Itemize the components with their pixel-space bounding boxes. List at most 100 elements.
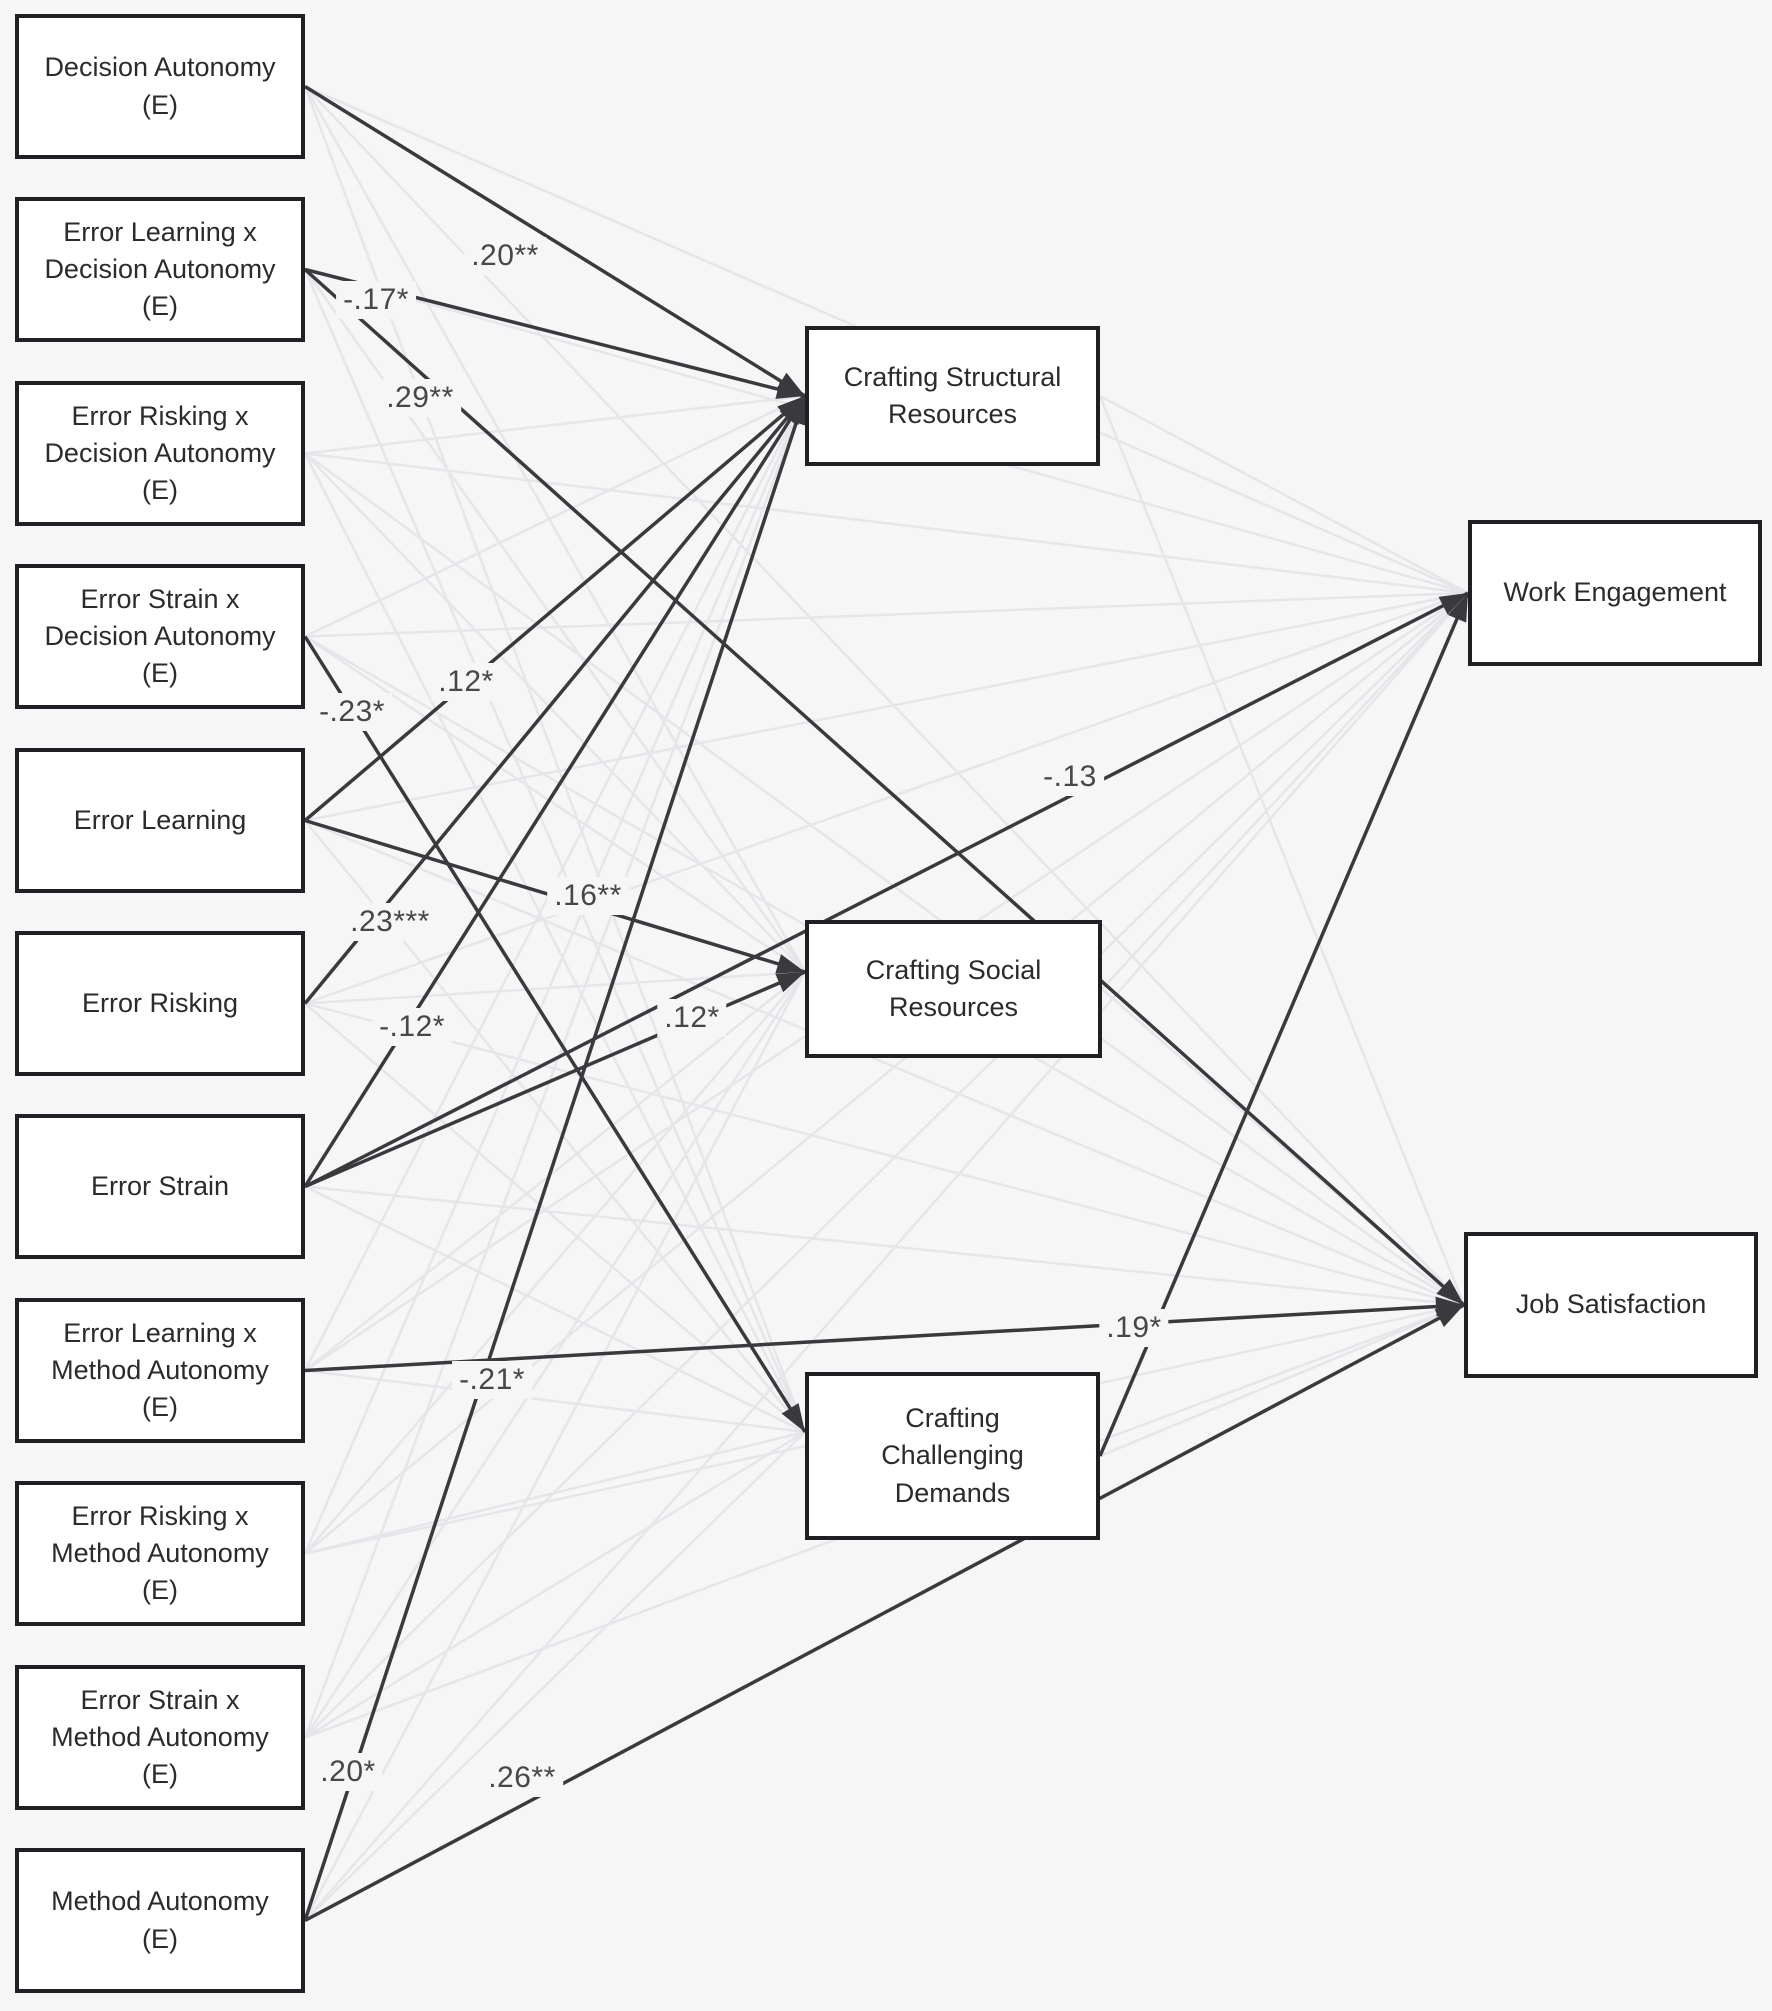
node-label: Decision Autonomy bbox=[44, 620, 276, 651]
edge-ns-elxma-ccd bbox=[304, 1369, 806, 1434]
node-label: Error Risking x bbox=[71, 1500, 249, 1531]
node-error-strain: Error Strain bbox=[15, 1114, 305, 1259]
node-label: Error Strain bbox=[90, 1170, 230, 1201]
arrowhead-ma-csr bbox=[786, 396, 806, 426]
arrowhead-ma-js bbox=[1434, 1305, 1464, 1327]
edge-sig-ma-js bbox=[304, 1303, 1465, 1923]
node-error-risking-x-decision-autonomy: Error Risking x Decision Autonomy (E) bbox=[15, 381, 305, 526]
node-label: Crafting Structural bbox=[843, 361, 1062, 392]
node-label: Error Learning x bbox=[63, 1317, 257, 1348]
arrowhead-ccd-we bbox=[1447, 593, 1468, 623]
node-label: Challenging bbox=[881, 1440, 1024, 1471]
node-label: Decision Autonomy bbox=[44, 437, 276, 468]
path-coefficient-da-csr: .20** bbox=[464, 237, 546, 275]
arrowhead-es-we bbox=[1438, 593, 1468, 615]
node-label: (E) bbox=[142, 89, 178, 120]
node-label: Error Strain x bbox=[80, 583, 240, 614]
edge-ns-erxda-ccd bbox=[303, 452, 807, 1433]
edge-ns-da-csor bbox=[303, 85, 807, 973]
arrowhead-es-csor bbox=[775, 972, 805, 993]
edge-ns-erxma-csr bbox=[303, 395, 807, 1554]
edge-ns-erxda-we bbox=[304, 452, 1469, 595]
node-label: (E) bbox=[142, 475, 178, 506]
path-coefficient-ma-js: .26** bbox=[481, 1759, 563, 1797]
node-label: Decision Autonomy bbox=[44, 253, 276, 284]
node-label: (E) bbox=[142, 1923, 178, 1954]
node-label: Method Autonomy bbox=[51, 1721, 269, 1752]
node-label: Method Autonomy bbox=[51, 1886, 269, 1917]
path-coefficient-esxda-ccd: -.23* bbox=[312, 693, 392, 731]
edge-sig-elxma-js bbox=[304, 1303, 1465, 1373]
path-coefficient-ccd-we: .19* bbox=[1099, 1309, 1169, 1347]
node-crafting-social-resources: Crafting Social Resources bbox=[805, 920, 1102, 1058]
path-coefficient-elxda-js: .29** bbox=[379, 379, 461, 417]
node-method-autonomy: Method Autonomy (E) bbox=[15, 1848, 305, 1993]
node-job-satisfaction: Job Satisfaction bbox=[1464, 1232, 1758, 1378]
path-coefficient-ma-csr: .20* bbox=[313, 1753, 383, 1791]
edge-ns-esxda-csr bbox=[304, 394, 806, 638]
arrowhead-esxda-ccd bbox=[781, 1402, 805, 1432]
edge-ns-csr-we bbox=[1099, 394, 1469, 595]
node-label: (E) bbox=[142, 1575, 178, 1606]
edge-sig-er-csr bbox=[303, 394, 807, 1005]
node-work-engagement: Work Engagement bbox=[1468, 520, 1762, 666]
node-error-learning-x-decision-autonomy: Error Learning x Decision Autonomy (E) bbox=[15, 197, 305, 342]
edge-ns-ma-csor bbox=[303, 971, 807, 1922]
edge-ns-erxda-csr bbox=[304, 394, 806, 455]
node-label: Error Learning x bbox=[63, 216, 257, 247]
edge-ns-esxda-we bbox=[304, 591, 1469, 638]
path-coefficient-el-csr: .12* bbox=[431, 663, 501, 701]
node-label: (E) bbox=[142, 1392, 178, 1423]
edge-ns-ma-ccd bbox=[304, 1431, 806, 1922]
path-coefficient-el-csor: .16** bbox=[547, 877, 629, 915]
edge-ns-esxma-ccd bbox=[304, 1430, 806, 1739]
node-label: (E) bbox=[142, 1759, 178, 1790]
edge-ns-es-js bbox=[304, 1185, 1465, 1307]
edge-sig-el-csr bbox=[303, 394, 807, 822]
node-decision-autonomy: Decision Autonomy (E) bbox=[15, 14, 305, 159]
node-label: Error Strain x bbox=[80, 1684, 240, 1715]
edge-ns-er-js bbox=[304, 1002, 1465, 1307]
path-coefficient-es-csr: -.12* bbox=[372, 1008, 452, 1046]
node-label: Error Risking bbox=[81, 987, 239, 1018]
node-label: Crafting bbox=[905, 1403, 1000, 1434]
node-label: (E) bbox=[142, 291, 178, 322]
node-label: Job Satisfaction bbox=[1515, 1289, 1707, 1320]
node-label: Resources bbox=[887, 399, 1018, 429]
edge-sig-es-we bbox=[304, 591, 1469, 1189]
edge-ns-er-ccd bbox=[304, 1002, 806, 1433]
edge-ns-esxda-csor bbox=[304, 635, 806, 974]
node-label: Error Learning bbox=[73, 804, 247, 835]
node-label: Crafting Social bbox=[865, 954, 1042, 985]
arrowhead-elxda-js bbox=[1436, 1278, 1464, 1305]
edge-ns-el-we bbox=[304, 591, 1469, 822]
node-label: Work Engagement bbox=[1503, 577, 1727, 608]
node-label: Error Risking x bbox=[71, 400, 249, 431]
edge-ns-erxda-js bbox=[304, 452, 1465, 1307]
arrowhead-el-csor bbox=[775, 954, 805, 974]
node-label: (E) bbox=[142, 658, 178, 689]
edge-ns-er-we bbox=[304, 591, 1469, 1005]
node-label: Decision Autonomy bbox=[44, 52, 276, 83]
node-error-learning: Error Learning bbox=[15, 748, 305, 893]
node-label: Method Autonomy bbox=[51, 1354, 269, 1385]
node-error-risking-x-method-autonomy: Error Risking x Method Autonomy (E) bbox=[15, 1481, 305, 1626]
node-error-strain-x-method-autonomy: Error Strain x Method Autonomy (E) bbox=[15, 1665, 305, 1810]
path-coefficient-er-csr: .23*** bbox=[343, 903, 437, 941]
edge-ns-elxma-csor bbox=[304, 971, 806, 1372]
edge-ns-esxma-we bbox=[304, 592, 1469, 1739]
node-error-risking: Error Risking bbox=[15, 931, 305, 1076]
node-error-learning-x-method-autonomy: Error Learning x Method Autonomy (E) bbox=[15, 1298, 305, 1443]
edge-ns-esxma-csr bbox=[303, 395, 807, 1738]
arrowhead-elxda-csr bbox=[775, 379, 805, 399]
edge-sig-ma-csr bbox=[303, 395, 807, 1922]
edge-ns-ccd-js bbox=[1099, 1303, 1465, 1458]
edge-ns-erxma-csor bbox=[304, 971, 806, 1555]
edge-sig-esxda-ccd bbox=[303, 635, 807, 1433]
node-label: Resources bbox=[888, 992, 1019, 1022]
edge-ns-el-js bbox=[304, 819, 1465, 1307]
edge-ns-ma-we bbox=[304, 592, 1469, 1922]
path-coefficient-elxma-js: -.21* bbox=[452, 1361, 532, 1399]
path-coefficient-es-csor: .12* bbox=[657, 999, 727, 1037]
